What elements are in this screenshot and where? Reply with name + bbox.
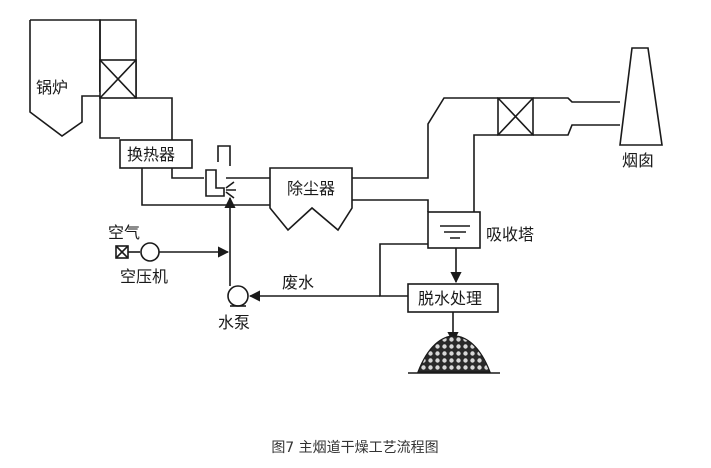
air-label: 空气: [108, 223, 140, 242]
solid-pile: [408, 335, 500, 374]
chimney-label: 烟囱: [622, 151, 654, 170]
absorber: 吸收塔: [427, 211, 534, 284]
water-pump: 水泵: [218, 240, 250, 332]
flue-duct-2: [352, 97, 620, 212]
boiler-label: 锅炉: [36, 78, 68, 97]
dust-collector: 除尘器: [269, 167, 353, 232]
chimney: 烟囱: [619, 47, 663, 170]
figure-caption: 图7 主烟道干燥工艺流程图: [271, 440, 438, 456]
boiler-duct: [99, 19, 173, 140]
compressor-label: 空压机: [120, 267, 168, 286]
dewatering: 脱水处理: [407, 283, 499, 344]
waste-water-label: 废水: [282, 273, 314, 292]
waste-water-line: 废水: [248, 243, 428, 302]
spray-nozzle: [205, 145, 236, 240]
absorber-box: [427, 211, 481, 249]
absorber-label: 吸收塔: [486, 225, 534, 244]
dust-collector-label: 除尘器: [287, 179, 335, 198]
heat-exchanger: 换热器: [119, 139, 193, 169]
dewatering-label: 脱水处理: [418, 289, 482, 308]
heat-exchanger-label: 换热器: [127, 145, 175, 164]
water-pump-label: 水泵: [218, 313, 250, 332]
boiler: 锅炉: [29, 19, 101, 137]
heat-exchanger-box: [119, 139, 193, 169]
compressor-icon: [140, 242, 160, 262]
air-compressor: 空气 空压机: [108, 223, 230, 286]
pump-icon: [227, 285, 249, 307]
